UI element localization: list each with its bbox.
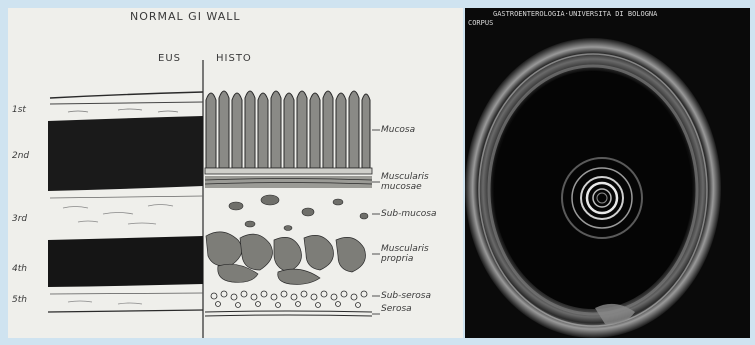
eus-layer-3 [50, 196, 203, 224]
eus-layer-4 [48, 236, 203, 287]
leader-lines [372, 130, 380, 314]
ultrasound-panel: GASTROENTEROLOGIA·UNIVERSITA DI BOLOGNA … [465, 8, 750, 338]
histo-submucosa [229, 195, 368, 231]
label-serosa: Serosa [381, 304, 412, 314]
eus-layer-5 [48, 293, 203, 312]
lumen [494, 71, 692, 309]
eus-layer-2 [48, 116, 203, 191]
schematic-panel: NORMAL GI WALL EUS HISTO 1st 2nd 3rd 4th… [8, 8, 463, 338]
ultrasound-image [465, 8, 750, 338]
histo-serosa [205, 311, 372, 316]
histo-mucosa-base [205, 168, 372, 174]
label-muscularis-mucosae-2: mucosae [381, 182, 422, 192]
histo-sub-serosa [211, 291, 367, 308]
histo-mucosa [206, 91, 370, 168]
label-muscularis-propria-1: Muscularis [381, 244, 429, 254]
histo-muscularis-mucosae [205, 176, 372, 188]
label-sub-serosa: Sub-serosa [381, 291, 431, 301]
label-muscularis-mucosae-1: Muscularis [381, 172, 429, 182]
histo-muscularis-propria [206, 232, 366, 285]
label-sub-mucosa: Sub-mucosa [381, 209, 437, 219]
eus-layer-1 [50, 92, 203, 112]
label-muscularis-propria-2: propria [381, 254, 413, 264]
label-mucosa: Mucosa [381, 125, 415, 135]
